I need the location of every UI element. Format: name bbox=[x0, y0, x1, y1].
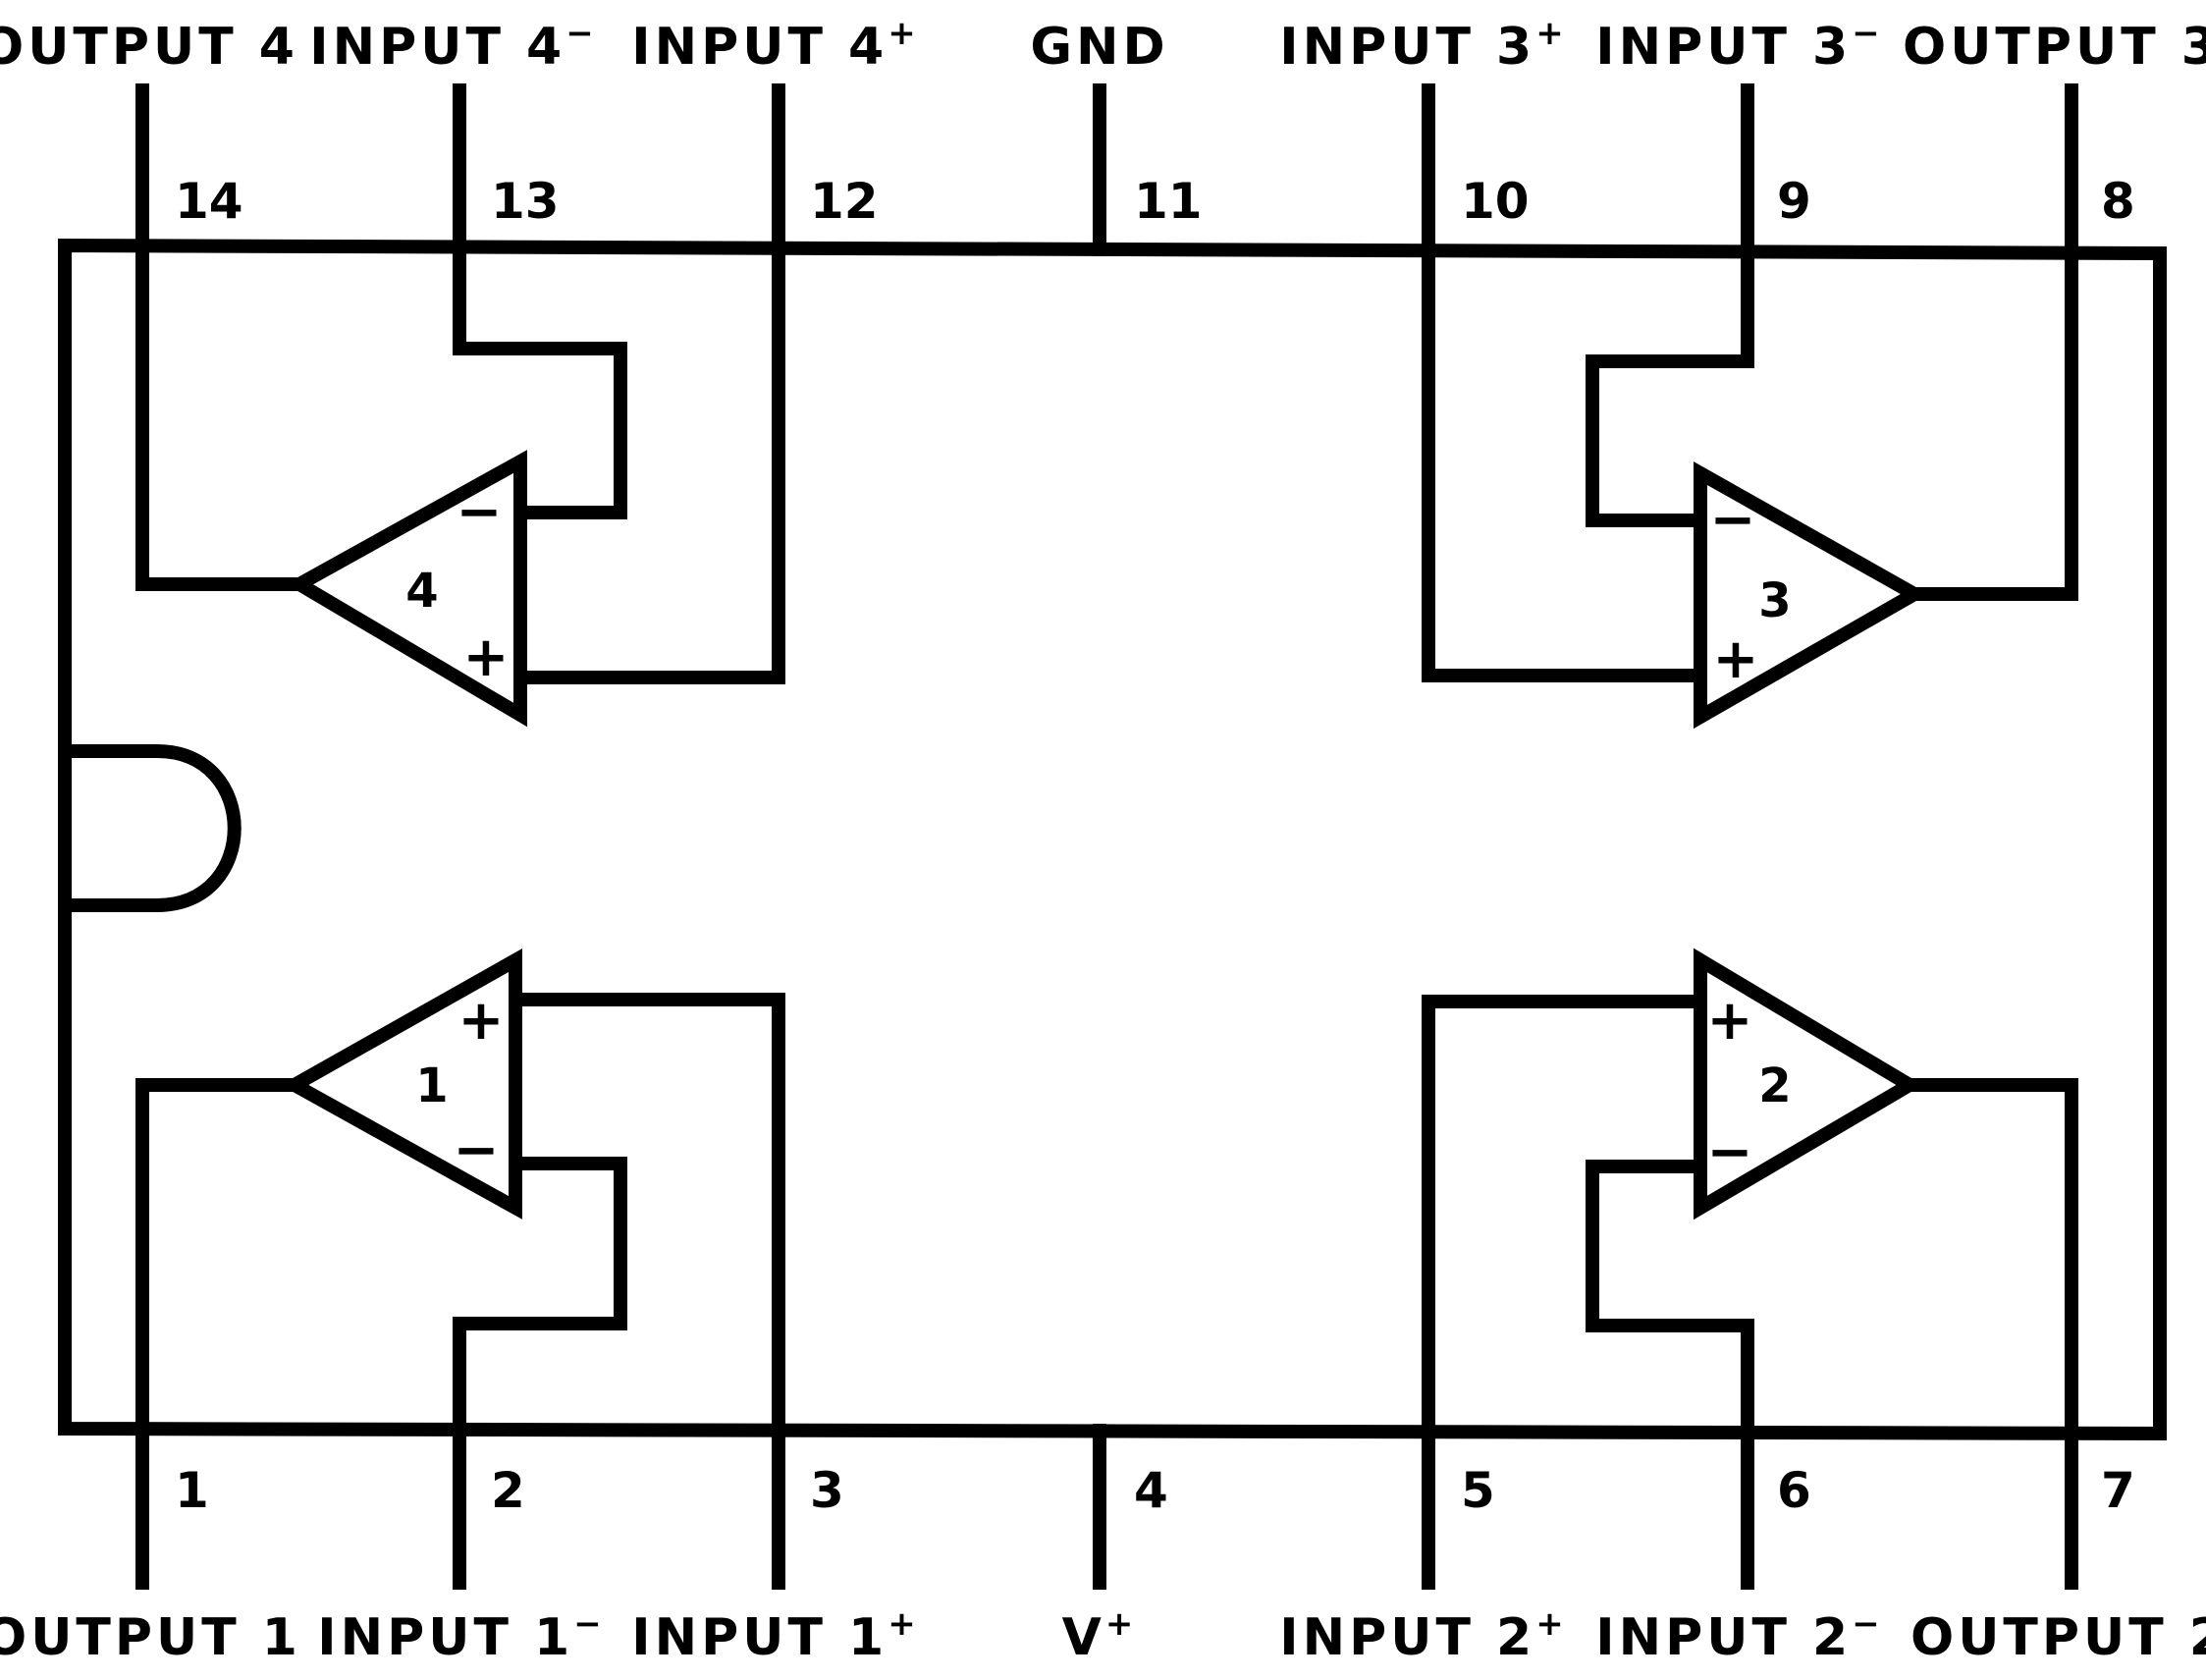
op-amp-4-number: 4 bbox=[405, 564, 438, 619]
pin-label-input-3-plus: INPUT 3+ bbox=[1279, 14, 1567, 77]
amp-2-wiring bbox=[1422, 995, 2078, 1439]
pin-label-input-4-plus: INPUT 4+ bbox=[631, 14, 919, 77]
pin-leads-top bbox=[135, 83, 2078, 259]
op-amp-1-bottom-sign: − bbox=[454, 1118, 500, 1182]
pin-number-12: 12 bbox=[810, 173, 879, 230]
pin-number-13: 13 bbox=[491, 173, 560, 230]
pin-number-8: 8 bbox=[2101, 173, 2135, 230]
pin-label-gnd: GND bbox=[1030, 18, 1168, 77]
pin-number-4: 4 bbox=[1134, 1462, 1168, 1519]
op-amp-4-top-sign: − bbox=[457, 480, 503, 544]
pin-label-input-4-minus: INPUT 4− bbox=[309, 14, 597, 77]
pin-number-2: 2 bbox=[491, 1462, 525, 1519]
pin-number-1: 1 bbox=[175, 1462, 209, 1519]
pin-label-input-3-minus: INPUT 3− bbox=[1595, 14, 1883, 77]
pin-label-output-2: OUTPUT 2 bbox=[1910, 1608, 2206, 1667]
pin-label-v-plus: V+ bbox=[1062, 1604, 1138, 1667]
amp-1-wiring bbox=[135, 993, 785, 1436]
op-amp-2-triangle bbox=[1694, 948, 1923, 1220]
op-amp-1-triangle bbox=[280, 948, 522, 1219]
op-amp-3-bottom-sign: + bbox=[1713, 627, 1759, 691]
pin-number-11: 11 bbox=[1134, 173, 1203, 230]
amp-4-wiring bbox=[135, 239, 785, 684]
pin-label-output-1: OUTPUT 1 bbox=[0, 1608, 301, 1667]
pin-label-input-1-minus: INPUT 1− bbox=[317, 1604, 605, 1667]
op-amp-3-triangle bbox=[1694, 461, 1929, 730]
pin-number-10: 10 bbox=[1461, 173, 1530, 230]
pin-label-output-3: OUTPUT 3 bbox=[1903, 18, 2206, 77]
pin-number-5: 5 bbox=[1461, 1462, 1495, 1519]
op-amp-2-number: 2 bbox=[1758, 1058, 1791, 1113]
amp-3-wiring bbox=[1422, 244, 2078, 682]
op-amp-2-top-sign: + bbox=[1707, 989, 1753, 1053]
pin-label-output-4: OUTPUT 4 bbox=[0, 18, 298, 77]
pin-number-9: 9 bbox=[1777, 173, 1811, 230]
pin-number-7: 7 bbox=[2101, 1462, 2135, 1519]
pin-number-3: 3 bbox=[810, 1462, 844, 1519]
op-amp-4-triangle bbox=[285, 450, 527, 728]
op-amp-3-top-sign: − bbox=[1710, 488, 1756, 552]
op-amp-1-number: 1 bbox=[415, 1058, 448, 1113]
pin-label-input-2-plus: INPUT 2+ bbox=[1279, 1604, 1567, 1667]
pin-number-14: 14 bbox=[175, 173, 243, 230]
package-outline bbox=[58, 238, 2167, 1441]
op-amp-3-number: 3 bbox=[1758, 573, 1791, 628]
op-amp-1-top-sign: + bbox=[458, 989, 505, 1053]
pin-label-input-1-plus: INPUT 1+ bbox=[631, 1604, 919, 1667]
op-amp-4-bottom-sign: + bbox=[463, 625, 510, 689]
pin-leads-bottom bbox=[135, 1422, 2078, 1590]
op-amp-2-bottom-sign: − bbox=[1707, 1120, 1753, 1184]
pin-number-6: 6 bbox=[1777, 1462, 1811, 1519]
pin-label-input-2-minus: INPUT 2− bbox=[1595, 1604, 1883, 1667]
